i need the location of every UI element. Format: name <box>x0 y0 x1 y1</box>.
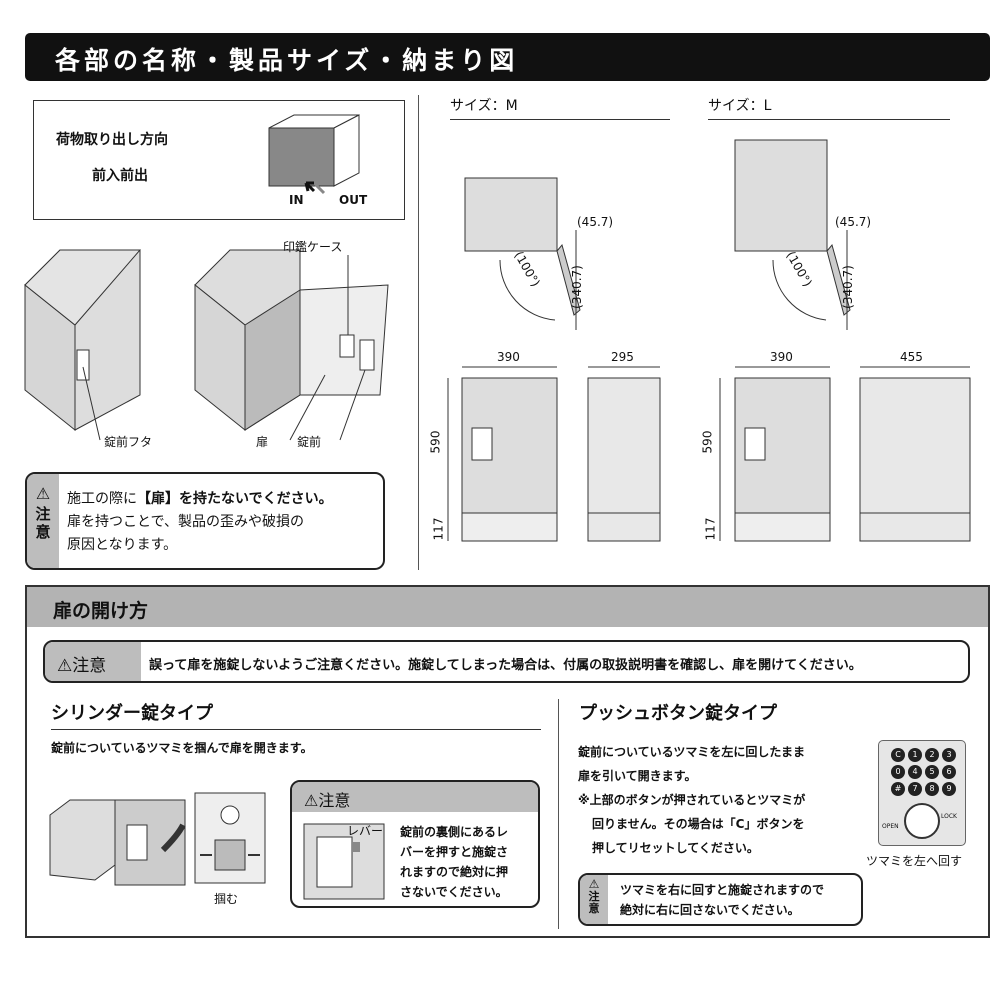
in-label: IN <box>289 193 304 207</box>
keypad-button[interactable]: 6 <box>942 765 956 779</box>
keypad-button[interactable]: 7 <box>908 782 922 796</box>
push-desc: 扉を引いて開きます。 <box>578 769 697 783</box>
push-title: プッシュボタン錠タイプ <box>579 703 777 724</box>
lever-label: レバー <box>347 824 384 838</box>
push-note: ※上部のボタンが押されているとツマミが <box>578 793 806 807</box>
caution-mark: 注意 <box>35 505 51 541</box>
caution-text: れますので絶対に押 <box>400 865 509 879</box>
keypad-button[interactable]: 2 <box>925 748 939 762</box>
warning-icon: ⚠ <box>57 656 73 676</box>
caution-emphasis: 【扉】を持たないでください。 <box>137 491 333 507</box>
keypad-button[interactable]: 5 <box>925 765 939 779</box>
keypad-button[interactable]: 3 <box>942 748 956 762</box>
dimension-drawings <box>447 139 971 542</box>
caution-text: 原因となります。 <box>67 537 178 553</box>
caution-text: 誤って扉を施錠しないようご注意ください。施錠してしまった場合は、付属の取扱説明書… <box>149 658 862 673</box>
opening-section: 扉の開け方 ⚠注意 誤って扉を施錠しないようご注意ください。施錠してしまった場合… <box>25 585 990 938</box>
caution-text: さないでください。 <box>400 885 508 899</box>
keypad-button[interactable]: # <box>891 782 905 796</box>
caution-text: バーを押すと施錠さ <box>400 845 509 859</box>
knob[interactable] <box>904 803 940 839</box>
push-note: 回りません。その場合は「C」ボタンを <box>592 817 805 831</box>
push-caution-box: ⚠ 注意 ツマミを右に回すと施錠されますので 絶対に右に回さないでください。 <box>578 873 863 926</box>
keypad-button[interactable]: 8 <box>925 782 939 796</box>
size-m-title: サイズ：M <box>450 95 670 120</box>
keypad-button[interactable]: 4 <box>908 765 922 779</box>
size-l-side-depth: 455 <box>900 350 923 364</box>
size-m-depth: (340.7) <box>569 265 584 309</box>
keypad-button[interactable]: 9 <box>942 782 956 796</box>
size-m-side-depth: 295 <box>611 350 634 364</box>
lever-illustration <box>303 823 385 900</box>
caution-label: 注意 <box>72 656 107 676</box>
direction-type: 前入前出 <box>92 168 148 184</box>
cylinder-desc: 錠前についているツマミを掴んで扉を開きます。 <box>51 741 313 755</box>
size-m-height: 590 <box>428 430 443 454</box>
section-title: 扉の開け方 <box>27 587 988 627</box>
cylinder-lock-illustration <box>49 792 266 886</box>
size-l-height: 590 <box>700 430 715 454</box>
caution-text: 絶対に右に回さないでください。 <box>620 903 800 917</box>
divider <box>558 699 559 929</box>
open-label: OPEN <box>882 823 899 830</box>
direction-label: 荷物取り出し方向 <box>56 132 168 148</box>
caution-text: 扉を持つことで、製品の歪みや破損の <box>67 514 305 530</box>
knob-label: ツマミを左へ回す <box>866 854 963 868</box>
lock-label: 錠前 <box>297 435 322 449</box>
warning-icon: ⚠ <box>588 877 600 891</box>
keypad-button[interactable]: 0 <box>891 765 905 779</box>
push-note: 押してリセットしてください。 <box>592 841 759 855</box>
cylinder-title: シリンダー錠タイプ <box>51 699 541 730</box>
size-m-base: 117 <box>431 517 446 541</box>
caution-mark: 注意 <box>588 890 600 915</box>
cube-direction-icon <box>268 114 360 195</box>
size-l-title: サイズ：L <box>708 95 950 120</box>
lock-label: LOCK <box>941 813 957 820</box>
caution-text: 錠前の裏側にあるレ <box>400 825 509 839</box>
warning-icon: ⚠ <box>35 484 51 503</box>
lock-cover-label: 錠前フタ <box>104 435 153 449</box>
out-label: OUT <box>339 193 368 207</box>
size-l-base: 117 <box>703 517 718 541</box>
caution-bar: ⚠注意 誤って扉を施錠しないようご注意ください。施錠してしまった場合は、付属の取… <box>43 640 970 683</box>
caution-text: ツマミを右に回すと施錠されますので <box>620 883 825 897</box>
size-l-depth: (340.7) <box>840 265 855 309</box>
size-m-offset: (45.7) <box>577 215 614 229</box>
keypad-button[interactable]: C <box>891 748 905 762</box>
door-label: 扉 <box>256 435 269 449</box>
push-desc: 錠前についているツマミを左に回したまま <box>578 745 806 759</box>
size-l-offset: (45.7) <box>835 215 872 229</box>
caution-label: 注意 <box>318 791 351 810</box>
size-l-width: 390 <box>770 350 793 364</box>
direction-box: 荷物取り出し方向 前入前出 IN OUT <box>33 100 405 220</box>
divider <box>418 95 419 570</box>
caution-box-construction: ⚠ 注意 施工の際に【扉】を持たないでください。 扉を持つことで、製品の歪みや破… <box>25 472 385 570</box>
cabinet-illustrations <box>24 249 389 441</box>
caution-text: 施工の際に <box>67 491 137 507</box>
page-header: 各部の名称・製品サイズ・納まり図 <box>25 33 990 81</box>
cylinder-caution-box: ⚠注意 レバー 錠前の裏側にあるレ バーを押すと施錠さ れますので絶対に押 さな… <box>290 780 540 908</box>
grab-label: 掴む <box>214 892 239 906</box>
keypad-button[interactable]: 1 <box>908 748 922 762</box>
size-m-width: 390 <box>497 350 520 364</box>
inkan-case-label: 印鑑ケース <box>283 240 343 254</box>
warning-icon: ⚠ <box>304 791 319 810</box>
